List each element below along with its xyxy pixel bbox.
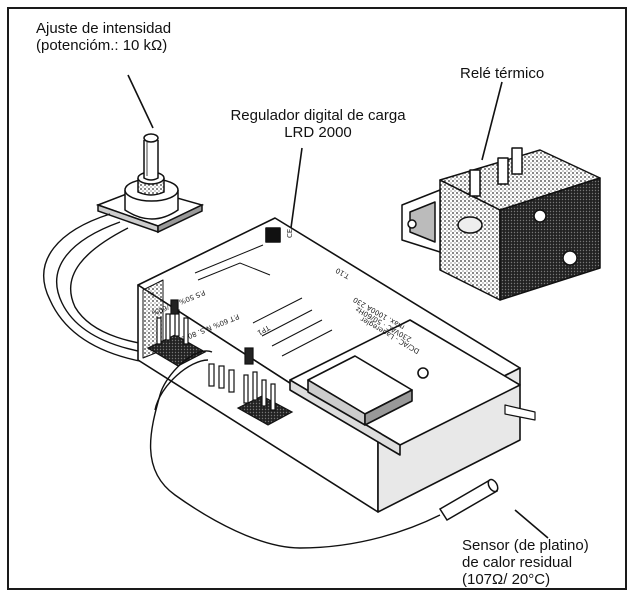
label-relay: Relé térmico <box>460 65 544 82</box>
label-potentiometer-line2: (potencióm.: 10 kΩ) <box>36 37 168 54</box>
pcb-markings <box>194 244 333 357</box>
relay-leader <box>481 81 503 161</box>
label-sensor: Sensor (de platino) de calor residual (1… <box>462 537 589 588</box>
label-regulator-line2: LRD 2000 <box>284 124 352 141</box>
connector-left <box>146 299 207 367</box>
potentiometer <box>95 133 205 234</box>
connector-right <box>236 347 294 426</box>
sensor-probe <box>438 478 499 522</box>
leader-lines <box>127 74 549 539</box>
regulator-leader <box>289 147 303 236</box>
jumper-pins <box>208 363 235 393</box>
label-sensor-line3: (107Ω/ 20°C) <box>462 571 551 588</box>
label-regulator: Regulador digital de carga LRD 2000 <box>212 107 424 141</box>
label-potentiometer-line1: Ajuste de intensidad <box>36 20 172 37</box>
pot-leader <box>127 74 154 129</box>
label-regulator-line1: Regulador digital de carga <box>230 107 406 124</box>
label-relay-line1: Relé térmico <box>460 65 545 82</box>
sensor-cable <box>149 350 441 549</box>
diagram-frame <box>7 7 627 590</box>
sensor-leader <box>514 509 549 539</box>
pcb-corner: CE <box>286 229 294 238</box>
thermal-relay <box>401 147 601 301</box>
label-potentiometer: Ajuste de intensidad (potencióm.: 10 kΩ) <box>36 20 171 54</box>
label-sensor-line2: de calor residual <box>462 554 573 571</box>
label-sensor-line1: Sensor (de platino) <box>462 537 589 554</box>
